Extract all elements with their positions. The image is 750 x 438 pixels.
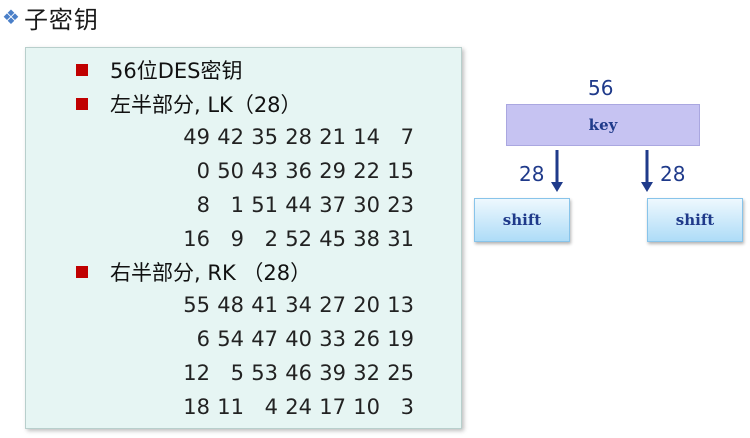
table-cell: 43: [251, 159, 278, 183]
shift-label: shift: [675, 211, 715, 229]
shift-box-right: shift: [647, 198, 743, 242]
red-square-icon: [76, 64, 88, 76]
shift-box-left: shift: [474, 198, 570, 242]
right-size-label: 28: [660, 162, 686, 186]
shift-label: shift: [502, 211, 542, 229]
table-cell: 36: [285, 159, 312, 183]
title-text: 子密钥: [23, 5, 99, 34]
key-size-label: 56: [588, 76, 614, 100]
key-box-label: key: [588, 116, 618, 134]
table-cell: 55: [183, 293, 210, 317]
table-cell: 11: [217, 395, 244, 419]
table-cell: 6: [196, 327, 210, 351]
table-row: 49 42 35 28 21 14 7: [176, 122, 476, 152]
table-cell: 33: [319, 327, 346, 351]
table-cell: 42: [217, 125, 244, 149]
table-cell: 37: [319, 193, 346, 217]
table-cell: 22: [353, 159, 380, 183]
table-cell: 12: [183, 361, 210, 385]
table-cell: 3: [400, 395, 414, 419]
bullet-text: 56位DES密钥: [110, 59, 243, 83]
table-cell: 21: [319, 125, 346, 149]
table-row: 55 48 41 34 27 20 13: [176, 290, 476, 320]
table-cell: 47: [251, 327, 278, 351]
red-square-icon: [76, 98, 88, 110]
table-cell: 35: [251, 125, 278, 149]
table-cell: 24: [285, 395, 312, 419]
bullet-left-half: 左半部分, LK（28）: [76, 90, 302, 118]
table-cell: 40: [285, 327, 312, 351]
bullet-des-key: 56位DES密钥: [76, 56, 243, 84]
table-cell: 34: [285, 293, 312, 317]
table-cell: 38: [353, 227, 380, 251]
table-cell: 30: [353, 193, 380, 217]
table-cell: 28: [285, 125, 312, 149]
table-cell: 53: [251, 361, 278, 385]
table-cell: 32: [353, 361, 380, 385]
table-cell: 31: [387, 227, 414, 251]
table-row: 12 5 53 46 39 32 25: [176, 358, 476, 388]
table-cell: 1: [230, 193, 244, 217]
table-cell: 16: [183, 227, 210, 251]
table-cell: 51: [251, 193, 278, 217]
table-cell: 7: [400, 125, 414, 149]
table-row: 18 11 4 24 17 10 3: [176, 392, 476, 422]
table-cell: 25: [387, 361, 414, 385]
right-arrow-head: [641, 182, 653, 192]
table-cell: 46: [285, 361, 312, 385]
table-cell: 26: [353, 327, 380, 351]
table-cell: 23: [387, 193, 414, 217]
table-cell: 9: [230, 227, 244, 251]
table-cell: 39: [319, 361, 346, 385]
table-row: 6 54 47 40 33 26 19: [176, 324, 476, 354]
diamond-cluster-icon: ❖: [2, 5, 20, 29]
red-square-icon: [76, 266, 88, 278]
table-cell: 4: [264, 395, 278, 419]
table-cell: 10: [353, 395, 380, 419]
table-cell: 14: [353, 125, 380, 149]
table-cell: 49: [183, 125, 210, 149]
table-cell: 52: [285, 227, 312, 251]
table-cell: 18: [183, 395, 210, 419]
table-cell: 0: [196, 159, 210, 183]
table-cell: 15: [387, 159, 414, 183]
key-box: key: [506, 104, 700, 146]
slide-title: ❖ 子密钥: [0, 0, 99, 34]
table-cell: 44: [285, 193, 312, 217]
table-cell: 8: [196, 193, 210, 217]
bullet-text: 右半部分, RK （28）: [110, 261, 312, 285]
table-cell: 2: [264, 227, 278, 251]
table-row: 0 50 43 36 29 22 15: [176, 156, 476, 186]
bullet-text: 左半部分, LK（28）: [110, 93, 302, 117]
table-cell: 5: [230, 361, 244, 385]
bullet-right-half: 右半部分, RK （28）: [76, 258, 311, 286]
table-cell: 20: [353, 293, 380, 317]
table-cell: 13: [387, 293, 414, 317]
table-cell: 17: [319, 395, 346, 419]
table-cell: 29: [319, 159, 346, 183]
table-cell: 50: [217, 159, 244, 183]
left-arrow-head: [551, 182, 563, 192]
table-cell: 41: [251, 293, 278, 317]
table-cell: 48: [217, 293, 244, 317]
table-cell: 27: [319, 293, 346, 317]
table-cell: 19: [387, 327, 414, 351]
left-size-label: 28: [519, 162, 545, 186]
table-cell: 54: [217, 327, 244, 351]
table-cell: 45: [319, 227, 346, 251]
